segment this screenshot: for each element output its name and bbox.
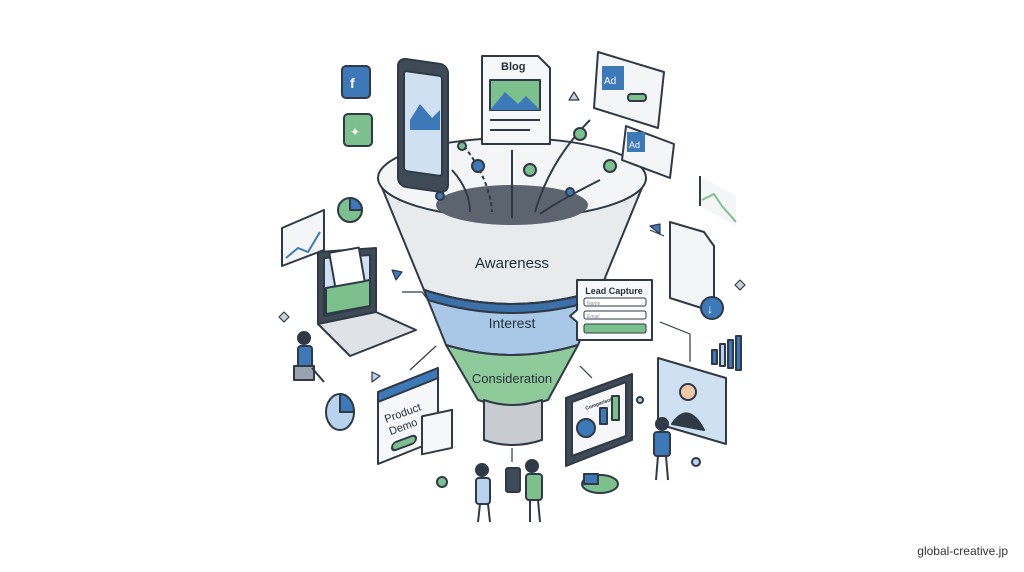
blog-label: Blog	[501, 61, 525, 73]
smartphone-icon	[397, 57, 449, 193]
pie-3d-icon	[581, 473, 619, 494]
pie-chart-icon	[337, 197, 363, 223]
video-call-screen	[657, 357, 727, 445]
person-man	[505, 459, 543, 523]
person-standing-right	[653, 417, 671, 481]
lead-email-field: Email	[587, 314, 600, 320]
decorative-shapes	[278, 91, 746, 383]
laptop-email-icon	[317, 246, 417, 357]
ad-card-top	[593, 51, 665, 129]
calendar-icon	[421, 408, 453, 456]
twitter-glyph: ✦	[350, 125, 360, 139]
lead-capture-form	[569, 279, 653, 341]
funnel-spout	[483, 399, 543, 446]
lead-name-field: Name	[587, 301, 601, 307]
facebook-glyph: f	[350, 75, 355, 91]
blog-document-card	[481, 55, 551, 145]
line-chart-icon-right	[699, 176, 737, 226]
lead-capture-title: Lead Capture	[585, 286, 643, 296]
ad-label-bottom: Ad	[629, 140, 640, 150]
funnel-stage-awareness: Awareness	[475, 255, 549, 272]
funnel-stage-interest: Interest	[489, 315, 536, 331]
comparison-tablet	[565, 373, 633, 467]
ad-card-bottom	[621, 125, 675, 179]
connector-lines	[402, 229, 691, 462]
person-with-laptop	[293, 331, 325, 383]
bar-chart-icon	[711, 335, 742, 371]
download-arrow-icon: ↓	[707, 302, 713, 316]
facebook-icon	[341, 65, 371, 99]
twitter-icon	[343, 113, 373, 147]
floating-dots	[435, 127, 701, 488]
line-chart-icon-left	[281, 209, 325, 267]
funnel-stage-consideration: Consideration	[472, 371, 552, 386]
document-download-icon	[669, 221, 724, 320]
ad-label-top: Ad	[604, 76, 616, 87]
watermark: global-creative.jp	[917, 544, 1008, 558]
person-woman	[475, 463, 491, 523]
pie-chart-icon-bottom	[325, 393, 355, 431]
